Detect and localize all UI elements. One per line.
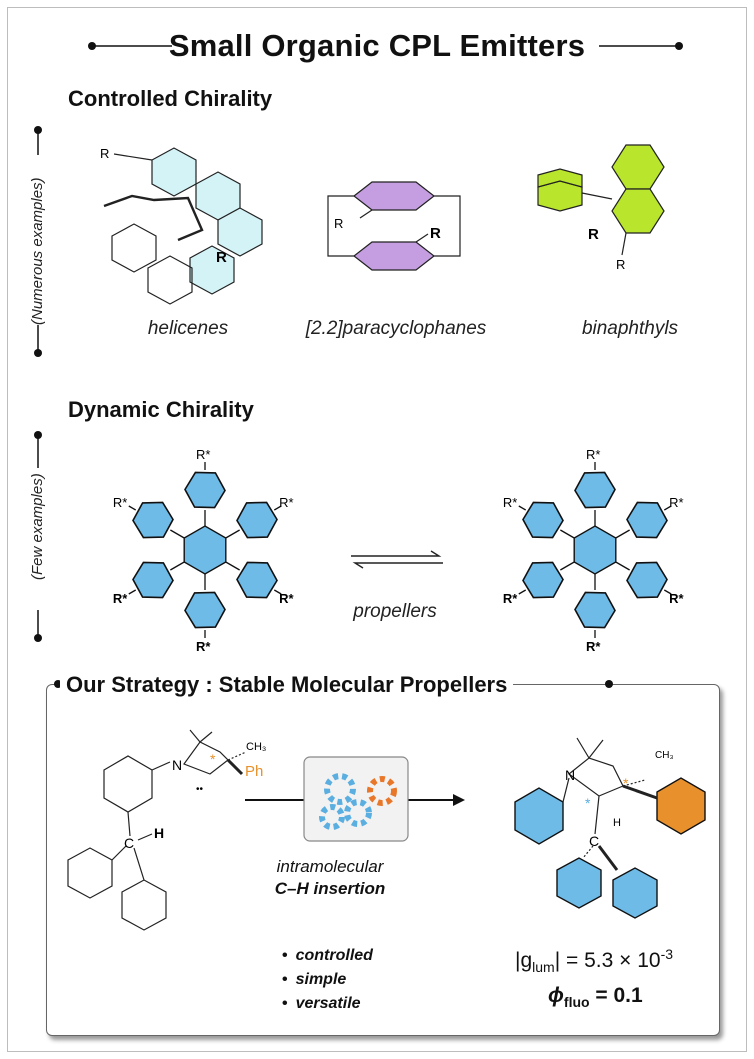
phi-symbol: ϕ	[548, 984, 564, 1007]
sm-n: N	[172, 757, 182, 773]
figure-title: Small Organic CPL Emitters	[168, 28, 586, 63]
propeller-structures: R* R* R* R* R* R* R* R* R* R* R* R*	[113, 447, 685, 654]
propeller-r-label: R*	[503, 591, 518, 606]
sm-lone-pair: ••	[196, 784, 204, 795]
glum-exp: -3	[660, 946, 674, 962]
propeller-r-label: R*	[113, 495, 127, 510]
propeller-aryl-ring	[132, 561, 174, 599]
product-structure: N C H CH₃ * *	[514, 737, 706, 919]
bullet-simple: simple	[282, 968, 373, 992]
phi-sub: fluo	[563, 994, 590, 1011]
propeller-aryl-ring	[626, 561, 668, 599]
reaction-caption-2: C–H insertion	[274, 879, 386, 898]
propeller-aryl-ring	[236, 561, 278, 599]
propeller-bond	[170, 561, 185, 571]
sm-h: H	[154, 825, 164, 841]
propeller-aryl-ring	[236, 501, 278, 539]
propeller-r-label: R*	[196, 639, 211, 654]
propeller-r-bond	[663, 505, 672, 511]
propeller-bond	[615, 529, 630, 539]
propeller-aryl-ring	[522, 561, 564, 599]
equilibrium-arrows	[351, 550, 443, 569]
glum-sub: lum	[532, 959, 555, 976]
propellers-caption: propellers	[353, 601, 437, 622]
helicene-structure: R R	[100, 146, 263, 305]
phi-value: = 0.1	[589, 984, 643, 1007]
propeller-r-label: R*	[503, 495, 517, 510]
propeller-bond	[560, 561, 575, 571]
propeller-r-bond	[518, 505, 527, 511]
propeller-r-label: R*	[113, 591, 128, 606]
propeller-aryl-ring	[574, 591, 616, 629]
catalyst-gears-icon	[303, 756, 409, 842]
propeller-bond	[615, 561, 630, 571]
pcp-caption: [2.2]paracyclophanes	[305, 318, 487, 339]
prod-star-blue: *	[585, 795, 591, 811]
binap-r: R	[616, 257, 625, 272]
propeller-r-label: R*	[279, 591, 294, 606]
propeller-r-bond	[518, 589, 527, 595]
propeller-aryl-ring	[522, 501, 564, 539]
prod-c: C	[589, 833, 599, 849]
propeller-aryl-ring	[132, 501, 174, 539]
propeller-r-bond	[273, 505, 282, 511]
sm-star: *	[210, 751, 216, 767]
glum-readout: |glum| = 5.3 × 10-3	[515, 946, 673, 975]
propeller-core-ring	[183, 525, 227, 575]
dynamic-heading: Dynamic Chirality	[68, 397, 254, 422]
propeller-bond	[225, 529, 240, 539]
propeller-aryl-ring	[574, 471, 616, 509]
starting-material-structure: N C H Ph CH₃ * ••	[67, 729, 266, 931]
strategy-heading: Our Strategy : Stable Molecular Propelle…	[60, 672, 514, 698]
propeller-r-label: R*	[586, 447, 600, 462]
propeller-core-ring	[573, 525, 617, 575]
binaphthyl-structure: R R	[537, 144, 665, 272]
binap-r-bold: R	[588, 226, 599, 243]
propeller-bond	[225, 561, 240, 571]
propeller-r-bond	[128, 505, 137, 511]
sm-ch3: CH₃	[246, 741, 266, 753]
propeller-r-label: R*	[279, 495, 293, 510]
glum-value: | = 5.3 × 10	[554, 949, 661, 972]
propeller-r-label: R*	[196, 447, 210, 462]
title-rule-left	[88, 42, 683, 50]
side-rule-controlled	[34, 126, 42, 357]
helicene-r-top: R	[100, 146, 109, 161]
pcp-r-bold: R	[430, 225, 441, 242]
helicene-r-bold: R	[216, 249, 227, 266]
propeller-bond	[170, 529, 185, 539]
side-rule-dynamic	[34, 431, 42, 642]
propeller-r-bond	[128, 589, 137, 595]
phi-readout: ϕfluo = 0.1	[548, 984, 643, 1010]
sm-ph: Ph	[245, 763, 263, 780]
pcp-r: R	[334, 216, 343, 231]
propeller-r-label: R*	[669, 591, 684, 606]
glum-prefix: |g	[515, 949, 533, 972]
controlled-side-label: (Numerous examples)	[29, 177, 46, 325]
propeller-r-bond	[273, 589, 282, 595]
controlled-heading: Controlled Chirality	[68, 86, 273, 111]
helicene-caption: helicenes	[147, 318, 229, 339]
prod-n: N	[565, 767, 575, 783]
binap-caption: binaphthyls	[581, 318, 679, 339]
propeller-aryl-ring	[626, 501, 668, 539]
propeller-bond	[560, 529, 575, 539]
prod-star-orange: *	[623, 775, 629, 791]
propeller-aryl-ring	[184, 471, 226, 509]
propeller-r-bond	[663, 589, 672, 595]
paracyclophane-structure: R R	[327, 181, 461, 271]
bullet-controlled: controlled	[282, 944, 373, 968]
bullet-list: controlled simple versatile	[282, 944, 373, 1016]
prod-ch3: CH₃	[655, 750, 674, 761]
propeller-aryl-ring	[184, 591, 226, 629]
reaction-caption-1: intramolecular	[276, 857, 384, 876]
propeller-r-label: R*	[586, 639, 601, 654]
propeller-r-label: R*	[669, 495, 683, 510]
sm-c: C	[124, 835, 134, 851]
bullet-versatile: versatile	[282, 992, 373, 1016]
prod-h: H	[613, 817, 621, 829]
